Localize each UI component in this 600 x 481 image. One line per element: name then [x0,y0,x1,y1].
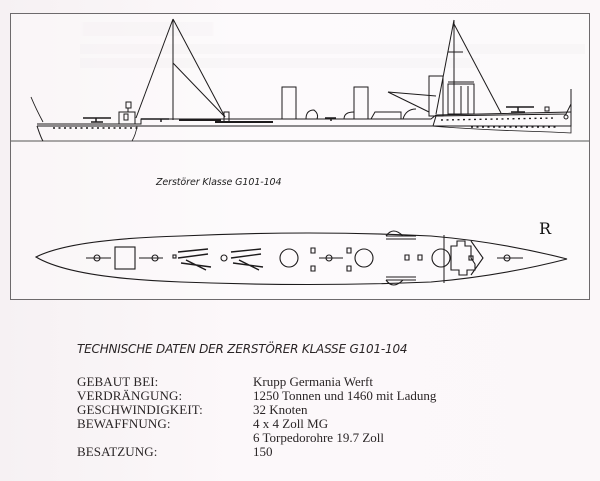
spec-label: VERDRÄNGUNG: [77,388,183,403]
spec-row-crew: BESATZUNG: 150 [77,445,436,459]
spec-value: 6 Torpedorohre 19.7 Zoll [253,430,384,445]
destroyer-drawing [11,18,589,286]
ship-drawing-frame: Zerstörer Klasse G101-104 R [10,13,590,300]
show-through-text [80,18,585,78]
figure-caption: Zerstörer Klasse G101-104 [156,177,282,188]
spec-row-armament: BEWAFFNUNG: 4 x 4 Zoll MG 6 Torpedorohre… [77,417,436,445]
spec-label: GESCHWINDIGKEIT: [77,402,203,417]
spec-row-speed: GESCHWINDIGKEIT: 32 Knoten [77,403,436,417]
spec-value: 1250 Tonnen und 1460 mit Ladung [253,388,437,403]
spec-label: BESATZUNG: [77,444,158,459]
spec-row-displacement: VERDRÄNGUNG: 1250 Tonnen und 1460 mit La… [77,389,436,403]
artist-signature: R [539,219,552,238]
spec-value: Krupp Germania Werft [253,374,374,389]
spec-row-builder: GEBAUT BEI: Krupp Germania Werft [77,375,436,389]
spec-title: TECHNISCHE DATEN DER ZERSTÖRER KLASSE G1… [77,342,408,356]
spec-label: BEWAFFNUNG: [77,416,171,431]
spec-label: GEBAUT BEI: [77,374,159,389]
spec-table: GEBAUT BEI: Krupp Germania Werft VERDRÄN… [77,375,436,459]
spec-value: 32 Knoten [253,402,308,417]
spec-value: 4 x 4 Zoll MG [253,416,329,431]
spec-value: 150 [253,444,273,459]
